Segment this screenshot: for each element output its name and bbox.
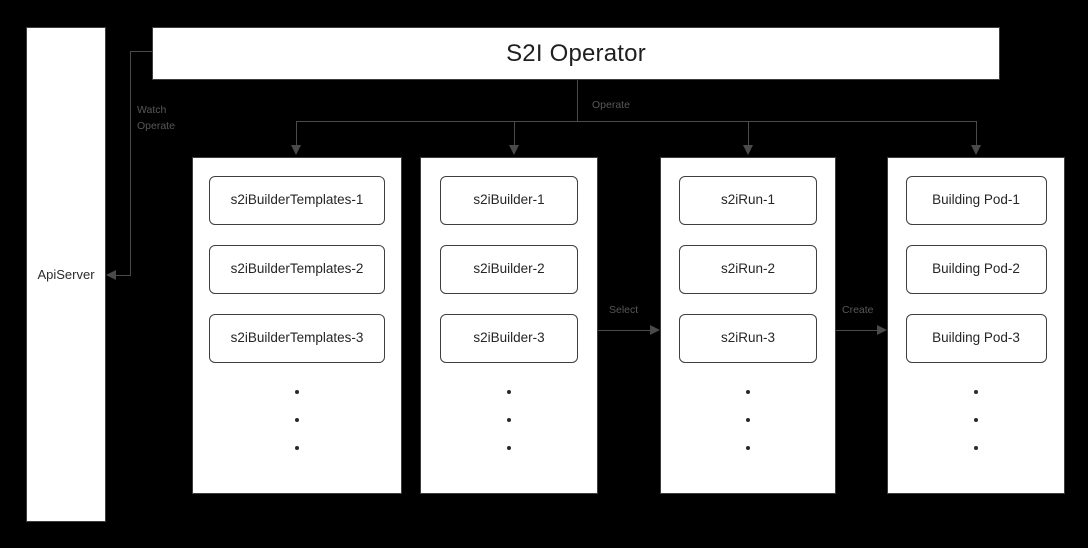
watch-operate-edge-top — [130, 51, 153, 52]
list-item[interactable]: s2iRun-3 — [679, 314, 817, 363]
operate-edge-stem — [577, 80, 578, 121]
list-item[interactable]: Building Pod-3 — [905, 314, 1047, 363]
item-list: s2iBuilderTemplates-1 s2iBuilderTemplate… — [193, 176, 401, 363]
ellipsis-dot-icon — [746, 446, 750, 450]
operate-distribution-bus — [296, 121, 977, 122]
watch-operate-edge-vertical — [130, 51, 131, 275]
item-list: s2iRun-1 s2iRun-2 s2iRun-3 — [661, 176, 835, 363]
ellipsis-dot-icon — [295, 446, 299, 450]
ellipsis-dot-icon — [507, 390, 511, 394]
watch-operate-edge-bottom — [116, 275, 131, 276]
operate-label: Operate — [592, 99, 630, 111]
item-list: s2iBuilder-1 s2iBuilder-2 s2iBuilder-3 — [421, 176, 597, 363]
ellipsis-dot-icon — [746, 390, 750, 394]
ellipsis-indicator — [661, 390, 835, 450]
column-s2irun: s2iRun-1 s2iRun-2 s2iRun-3 — [660, 157, 836, 494]
ellipsis-dot-icon — [974, 390, 978, 394]
apiserver-box: ApiServer — [26, 27, 106, 522]
list-item[interactable]: s2iBuilder-2 — [440, 245, 578, 294]
ellipsis-dot-icon — [295, 390, 299, 394]
drop-arrowhead-builders-icon — [509, 145, 519, 155]
column-s2ibuildertemplates: s2iBuilderTemplates-1 s2iBuilderTemplate… — [192, 157, 402, 494]
create-edge — [836, 330, 877, 331]
list-item[interactable]: s2iBuilderTemplates-3 — [209, 314, 385, 363]
list-item[interactable]: s2iRun-2 — [679, 245, 817, 294]
ellipsis-dot-icon — [507, 418, 511, 422]
drop-edge-pods — [976, 121, 977, 147]
drop-edge-builders — [514, 121, 515, 147]
list-item[interactable]: Building Pod-2 — [905, 245, 1047, 294]
create-arrowhead-icon — [877, 325, 887, 335]
list-item[interactable]: s2iBuilder-1 — [440, 176, 578, 225]
column-building-pod: Building Pod-1 Building Pod-2 Building P… — [887, 157, 1065, 494]
list-item[interactable]: s2iRun-1 — [679, 176, 817, 225]
column-s2ibuilder: s2iBuilder-1 s2iBuilder-2 s2iBuilder-3 — [420, 157, 598, 494]
ellipsis-dot-icon — [507, 446, 511, 450]
watch-operate-arrowhead-icon — [106, 270, 116, 280]
drop-edge-templates — [296, 121, 297, 147]
drop-arrowhead-templates-icon — [291, 145, 301, 155]
ellipsis-indicator — [193, 390, 401, 450]
ellipsis-dot-icon — [974, 418, 978, 422]
select-edge — [598, 330, 650, 331]
s2i-operator-box: S2I Operator — [152, 27, 1000, 80]
drop-edge-runs — [748, 121, 749, 147]
ellipsis-dot-icon — [746, 418, 750, 422]
drop-arrowhead-pods-icon — [971, 145, 981, 155]
ellipsis-indicator — [888, 390, 1064, 450]
list-item[interactable]: s2iBuilder-3 — [440, 314, 578, 363]
list-item[interactable]: s2iBuilderTemplates-2 — [209, 245, 385, 294]
list-item[interactable]: s2iBuilderTemplates-1 — [209, 176, 385, 225]
ellipsis-dot-icon — [974, 446, 978, 450]
list-item[interactable]: Building Pod-1 — [905, 176, 1047, 225]
select-arrowhead-icon — [650, 325, 660, 335]
item-list: Building Pod-1 Building Pod-2 Building P… — [888, 176, 1064, 363]
drop-arrowhead-runs-icon — [743, 145, 753, 155]
create-label: Create — [842, 304, 874, 316]
select-label: Select — [609, 304, 639, 316]
ellipsis-indicator — [421, 390, 597, 450]
ellipsis-dot-icon — [295, 418, 299, 422]
apiserver-label: ApiServer — [37, 266, 95, 282]
s2i-operator-title: S2I Operator — [506, 39, 646, 67]
watch-operate-label: Watch Operate — [137, 104, 175, 132]
